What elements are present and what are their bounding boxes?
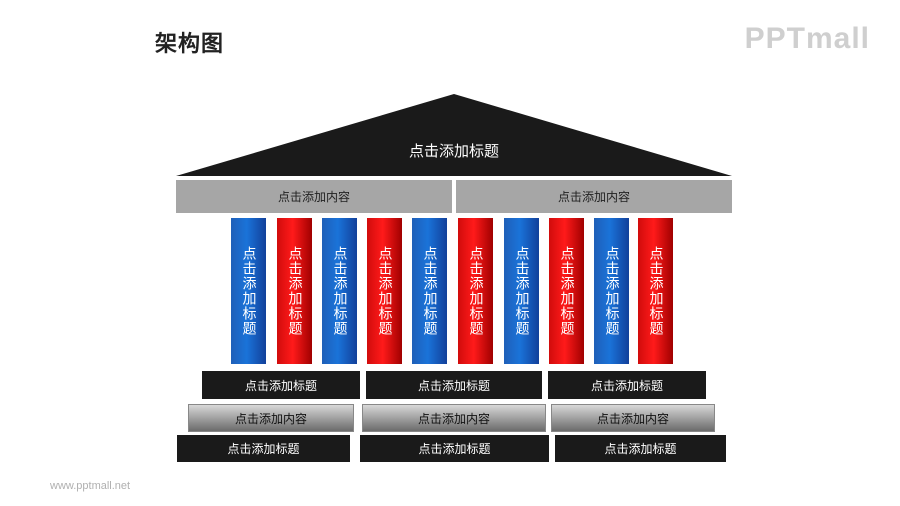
pillar-4: 点击添加标题 (367, 218, 402, 364)
base-label: 点击添加标题 (227, 442, 300, 456)
base-row1-center: 点击添加标题 (366, 371, 542, 399)
base-row2-left: 点击添加内容 (188, 404, 354, 432)
pillar-6: 点击添加标题 (458, 218, 493, 364)
roof-title: 点击添加标题 (408, 142, 499, 160)
pillar-label: 点击添加标题 (603, 246, 620, 336)
roof-triangle (176, 94, 732, 176)
pillar-label: 点击添加标题 (558, 246, 575, 336)
pillar-5: 点击添加标题 (412, 218, 447, 364)
pillar-label: 点击添加标题 (647, 246, 664, 336)
base-row2-right: 点击添加内容 (551, 404, 715, 432)
base-row3-left: 点击添加标题 (177, 435, 350, 462)
base-label: 点击添加标题 (418, 442, 491, 456)
pillar-1: 点击添加标题 (231, 218, 266, 364)
pillar-7: 点击添加标题 (504, 218, 539, 364)
pillar-label: 点击添加标题 (513, 246, 530, 336)
base-row3-right: 点击添加标题 (555, 435, 726, 462)
brand-logo: PPTmall (744, 22, 870, 55)
base-label: 点击添加标题 (244, 378, 317, 393)
base-label: 点击添加内容 (234, 411, 307, 426)
base-label: 点击添加标题 (417, 378, 490, 393)
pillar-3: 点击添加标题 (322, 218, 357, 364)
base-row2-center: 点击添加内容 (362, 404, 546, 432)
beam-right: 点击添加内容 (456, 180, 732, 213)
base-label: 点击添加标题 (604, 442, 677, 456)
base-label: 点击添加标题 (590, 378, 663, 393)
footer-url: www.pptmall.net (50, 480, 131, 492)
base-row1-right: 点击添加标题 (548, 371, 706, 399)
pillar-label: 点击添加标题 (376, 246, 393, 336)
pillar-label: 点击添加标题 (240, 246, 257, 336)
page-title: 架构图 (155, 32, 225, 57)
pillar-9: 点击添加标题 (594, 218, 629, 364)
pillar-label: 点击添加标题 (286, 246, 303, 336)
pillar-label: 点击添加标题 (467, 246, 484, 336)
base-label: 点击添加内容 (596, 411, 669, 426)
beam-left: 点击添加内容 (176, 180, 452, 213)
pillar-8: 点击添加标题 (549, 218, 584, 364)
pillar-label: 点击添加标题 (421, 246, 438, 336)
base-row1-left: 点击添加标题 (202, 371, 360, 399)
pillar-10: 点击添加标题 (638, 218, 673, 364)
beam-label: 点击添加内容 (277, 190, 350, 204)
base-label: 点击添加内容 (417, 411, 490, 426)
base-row3-center: 点击添加标题 (360, 435, 549, 462)
beam-label: 点击添加内容 (557, 190, 630, 204)
pillar-2: 点击添加标题 (277, 218, 312, 364)
pillar-label: 点击添加标题 (331, 246, 348, 336)
